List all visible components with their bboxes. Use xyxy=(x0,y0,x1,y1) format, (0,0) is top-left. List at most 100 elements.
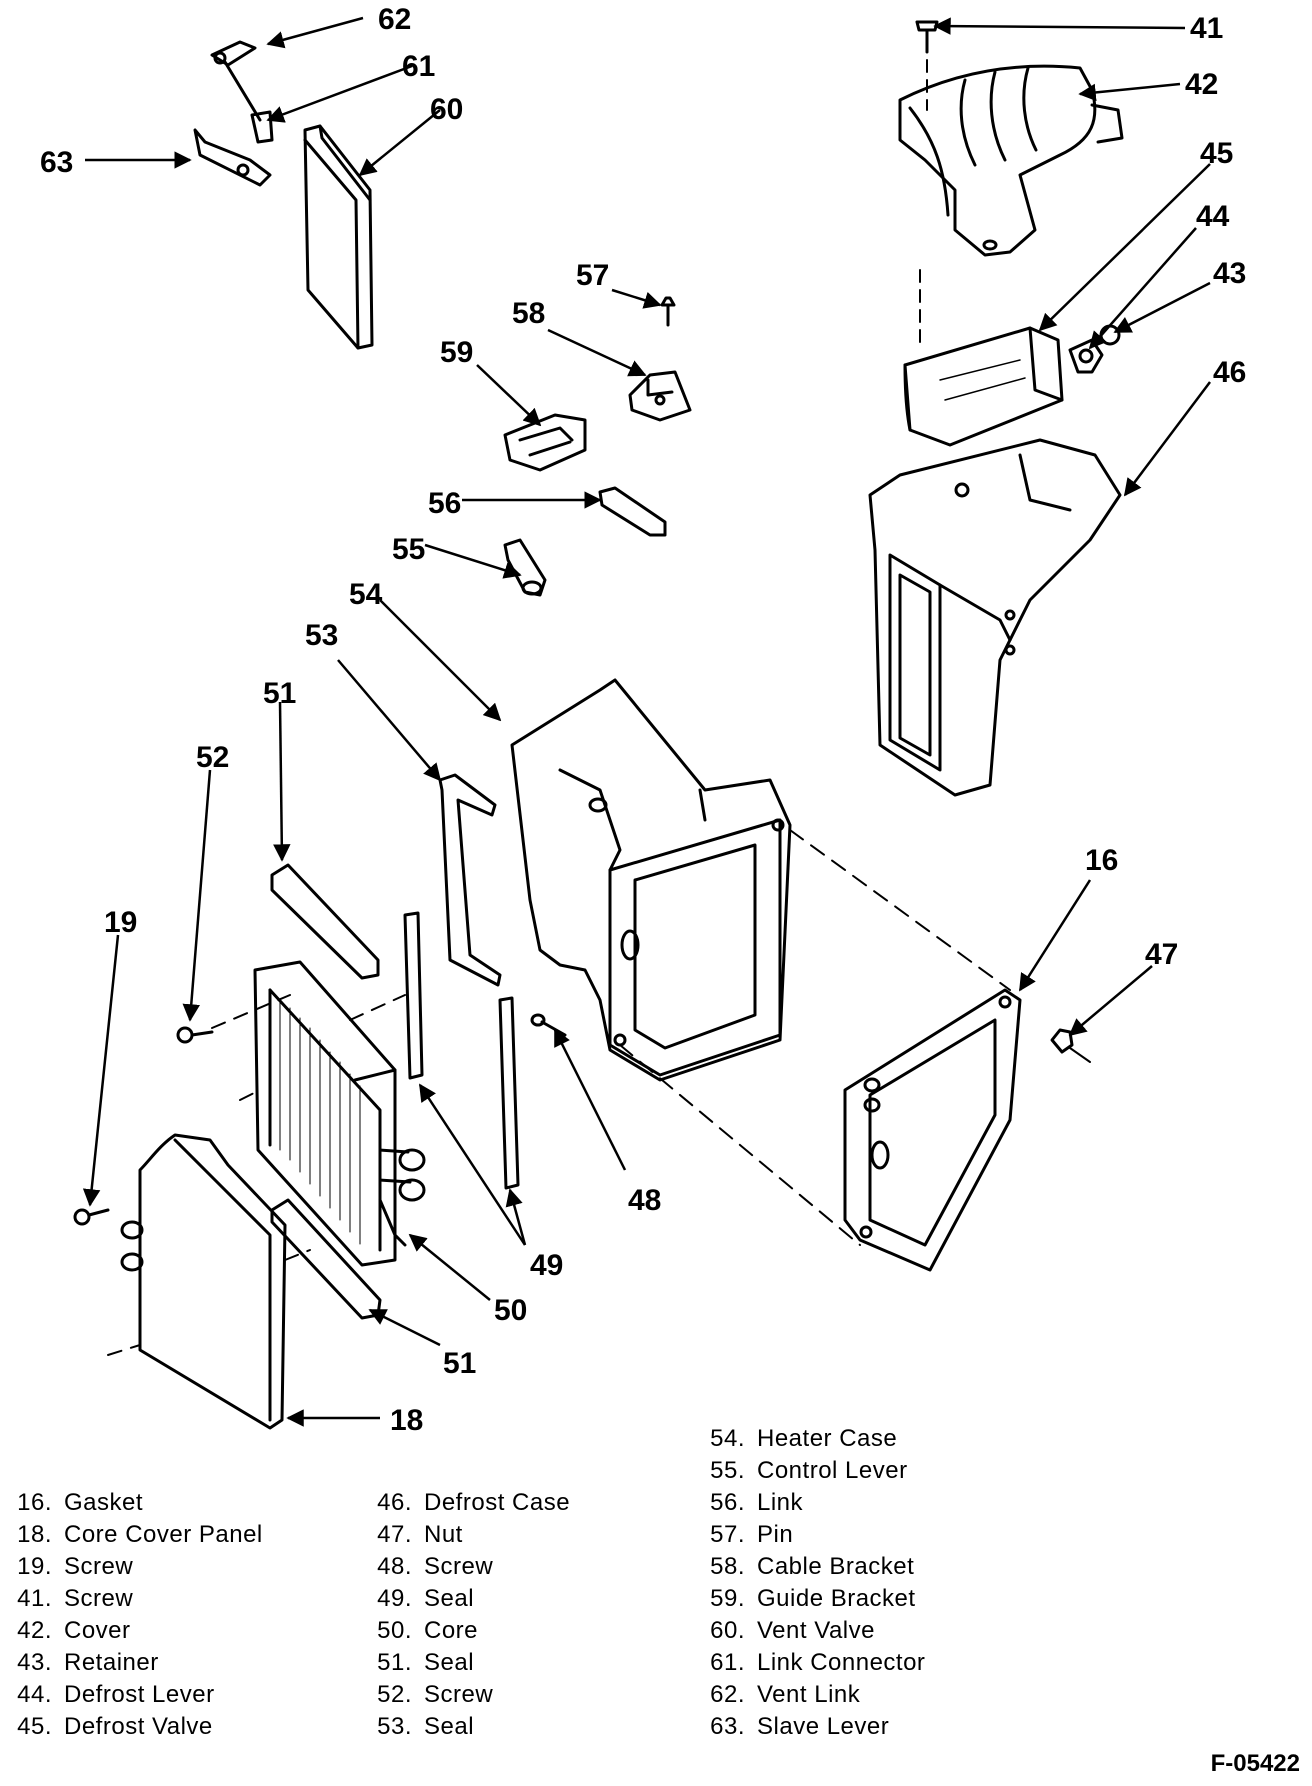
callout-45: 45 xyxy=(1200,137,1233,170)
legend-number: 57. xyxy=(710,1521,745,1548)
callout-47: 47 xyxy=(1145,938,1178,971)
callout-50: 50 xyxy=(494,1294,527,1327)
core-cover-panel-18-part xyxy=(120,1133,287,1430)
legend-label: Cable Bracket xyxy=(757,1553,915,1580)
defrost-lever-44-part xyxy=(1068,338,1104,374)
legend-item: 50.Core xyxy=(360,1615,570,1647)
legend-label: Seal xyxy=(424,1713,475,1740)
legend-label: Vent Valve xyxy=(757,1617,875,1644)
legend-label: Screw xyxy=(424,1681,494,1708)
callout-56: 56 xyxy=(428,487,461,520)
legend-label: Defrost Case xyxy=(424,1489,571,1516)
legend-label: Pin xyxy=(757,1521,794,1548)
legend-item: 52. Screw xyxy=(360,1679,570,1711)
legend-column-2: 46.Defrost Case 47.Nut 48.Screw 49.Seal … xyxy=(360,1487,570,1743)
gasket-16-part xyxy=(843,988,1022,1272)
legend-label: Core Cover Panel xyxy=(64,1521,263,1548)
legend-item: 57. Pin xyxy=(693,1519,925,1551)
legend-column-3: 54.Heater Case 55.Control Lever 56.Link … xyxy=(693,1423,925,1743)
callout-52: 52 xyxy=(196,741,229,774)
screw-19-part xyxy=(73,1208,110,1226)
legend-item: 61.Link Connector xyxy=(693,1647,925,1679)
legend-label: Vent Link xyxy=(757,1681,861,1708)
legend-label: Screw xyxy=(64,1585,134,1612)
legend-number: 47. xyxy=(377,1521,412,1548)
legend-item: 49. Seal xyxy=(360,1583,570,1615)
cable-bracket-58-part xyxy=(628,370,692,422)
legend-item: 47. Nut xyxy=(360,1519,570,1551)
legend-item: 46. Defrost Case xyxy=(360,1487,570,1519)
legend-item: 63. Slave Lever xyxy=(693,1711,925,1743)
legend-label: Screw xyxy=(424,1553,494,1580)
legend-label: Guide Bracket xyxy=(757,1585,916,1612)
callout-48: 48 xyxy=(628,1184,661,1217)
slave-lever-63-part xyxy=(193,128,272,187)
heater-case-54-part xyxy=(510,678,792,1082)
legend-number: 42. xyxy=(17,1617,52,1644)
screw-41-part xyxy=(915,20,939,54)
callout-62: 62 xyxy=(378,3,411,36)
callout-16: 16 xyxy=(1085,844,1118,877)
legend-item: 16.Gasket xyxy=(0,1487,263,1519)
legend-item: 19.Screw xyxy=(0,1551,263,1583)
legend-number: 51. xyxy=(377,1649,412,1676)
legend-label: Cover xyxy=(64,1617,131,1644)
legend-item: 18.Core Cover Panel xyxy=(0,1519,263,1551)
legend-label: Retainer xyxy=(64,1649,159,1676)
pin-57-part xyxy=(660,296,676,327)
legend-label: Seal xyxy=(424,1585,475,1612)
legend-number: 44. xyxy=(17,1681,52,1708)
figure-id: F-05422 xyxy=(1210,1750,1300,1777)
legend-label: Nut xyxy=(424,1521,463,1548)
seal-49-part xyxy=(403,911,520,1190)
legend-number: 62. xyxy=(710,1681,745,1708)
legend-number: 58. xyxy=(710,1553,745,1580)
vent-link-62-part xyxy=(210,40,262,122)
legend-item: 42. Cover xyxy=(0,1615,263,1647)
legend-number: 49. xyxy=(377,1585,412,1612)
vent-valve-60-part xyxy=(303,124,374,350)
legend-label: Control Lever xyxy=(757,1457,908,1484)
legend-number: 16. xyxy=(17,1489,52,1516)
defrost-valve-45-part xyxy=(903,326,1064,447)
callout-18: 18 xyxy=(390,1404,423,1437)
callout-49: 49 xyxy=(530,1249,563,1282)
legend-number: 56. xyxy=(710,1489,745,1516)
legend-item: 60.Vent Valve xyxy=(693,1615,925,1647)
legend-number: 63. xyxy=(710,1713,745,1740)
legend-number: 52. xyxy=(377,1681,412,1708)
callout-46: 46 xyxy=(1213,356,1246,389)
callout-41: 41 xyxy=(1190,12,1223,45)
legend-label: Heater Case xyxy=(757,1425,898,1452)
legend-label: Slave Lever xyxy=(757,1713,890,1740)
link-connector-61-part xyxy=(250,110,274,144)
legend-item: 44.Defrost Lever xyxy=(0,1679,263,1711)
callout-leaders xyxy=(82,16,1211,1427)
legend-label: Seal xyxy=(424,1649,475,1676)
control-lever-55-part xyxy=(503,538,547,597)
screw-52-part xyxy=(176,1026,214,1044)
callout-43: 43 xyxy=(1213,257,1246,290)
legend-label: Link xyxy=(757,1489,804,1516)
callout-59: 59 xyxy=(440,336,473,369)
legend-item: 54. Heater Case xyxy=(693,1423,925,1455)
legend-number: 59. xyxy=(710,1585,745,1612)
legend-item: 51. Seal xyxy=(360,1647,570,1679)
legend-number: 54. xyxy=(710,1425,745,1452)
legend-item: 45.Defrost Valve xyxy=(0,1711,263,1743)
legend-item: 55.Control Lever xyxy=(693,1455,925,1487)
callout-51-top: 51 xyxy=(263,677,296,710)
callout-53: 53 xyxy=(305,619,338,652)
core-50-part xyxy=(253,960,426,1267)
callout-54: 54 xyxy=(349,578,383,611)
nut-47-part xyxy=(1050,1028,1091,1063)
defrost-case-46-part xyxy=(868,438,1122,797)
legend-item: 56. Link xyxy=(693,1487,925,1519)
callout-55: 55 xyxy=(392,533,425,566)
callout-19: 19 xyxy=(104,906,137,939)
seal-53-part xyxy=(438,773,502,987)
legend-number: 46. xyxy=(377,1489,412,1516)
legend-number: 45. xyxy=(17,1713,52,1740)
legend-number: 19. xyxy=(17,1553,52,1580)
